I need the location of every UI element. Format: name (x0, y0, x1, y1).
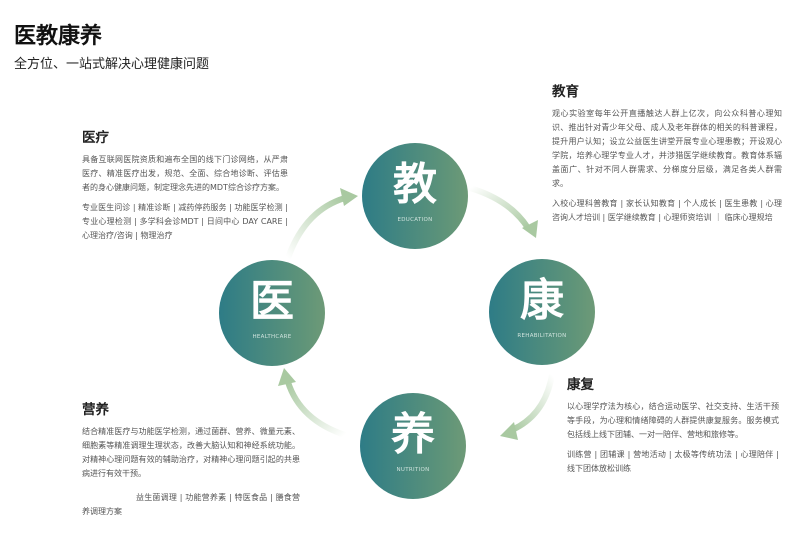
page-subtitle: 全方位、一站式解决心理健康问题 (14, 57, 210, 72)
section-title: 营养 (82, 402, 109, 418)
circle-rehabilitation: 康 REHABILITATION (489, 259, 595, 365)
section-body: 结合精准医疗与功能医学检测，通过菌群、营养、微量元素、细胞素等精准调理生理状态，… (82, 427, 300, 478)
section-title: 教育 (552, 84, 579, 100)
circle-label: EDUCATION (397, 217, 433, 223)
circle-char: 养 (391, 409, 435, 460)
section-education: 教育 观心实验室每年公开直播触达人群上亿次，向公众科普心理知识、推出针对青少年父… (552, 83, 782, 231)
section-body: 以心理学疗法为核心，结合运动医学、社交支持、生活干预等手段，为心理和情绪障碍的人… (567, 402, 779, 439)
circle-education: 教 EDUCATION (362, 143, 468, 249)
section-rehabilitation: 康复 以心理学疗法为核心，结合运动医学、社交支持、生活干预等手段，为心理和情绪障… (567, 376, 779, 482)
section-title: 康复 (567, 377, 594, 393)
section-body: 观心实验室每年公开直播触达人群上亿次，向公众科普心理知识、推出针对青少年父母、成… (552, 109, 782, 188)
arrow-healthcare-to-education (285, 188, 358, 260)
section-healthcare: 医疗 具备互联网医院资质和遍布全国的线下门诊网络，从严肃医疗、精准医疗出发，规范… (82, 129, 288, 249)
section-tags: 益生菌调理 | 功能营养素 | 特医食品 | 膳食营养调理方案 (82, 493, 300, 516)
circle-nutrition: 养 NUTRITION (360, 393, 466, 499)
section-tags: 入校心理科普教育 | 家长认知教育 | 个人成长 | 医生患教 | 心理咨询人才… (552, 199, 782, 222)
section-nutrition: 营养 结合精准医疗与功能医学检测，通过菌群、营养、微量元素、细胞素等精准调理生理… (82, 401, 300, 525)
circle-label: NUTRITION (396, 467, 430, 473)
circle-healthcare: 医 HEALTHCARE (219, 260, 325, 366)
section-title: 医疗 (82, 130, 109, 146)
section-body: 具备互联网医院资质和遍布全国的线下门诊网络，从严肃医疗、精准医疗出发，规范、全面… (82, 155, 288, 192)
page-title: 医教康养 (14, 24, 103, 49)
section-tags: 训练营 | 团辅课 | 营地活动 | 太极等传统功法 | 心理陪伴 | 线下团体… (567, 450, 779, 473)
circle-char: 医 (250, 276, 294, 327)
circle-char: 康 (520, 275, 564, 326)
circle-char: 教 (393, 159, 437, 210)
arrow-education-to-rehabilitation (469, 185, 538, 238)
circle-label: REHABILITATION (517, 333, 567, 339)
arrow-rehabilitation-to-nutrition (500, 374, 555, 440)
circle-label: HEALTHCARE (252, 334, 292, 340)
arrow-nutrition-to-healthcare (278, 368, 346, 438)
section-tags: 专业医生问诊 | 精准诊断 | 减药停药服务 | 功能医学检测 | 专业心理检测… (82, 203, 288, 240)
